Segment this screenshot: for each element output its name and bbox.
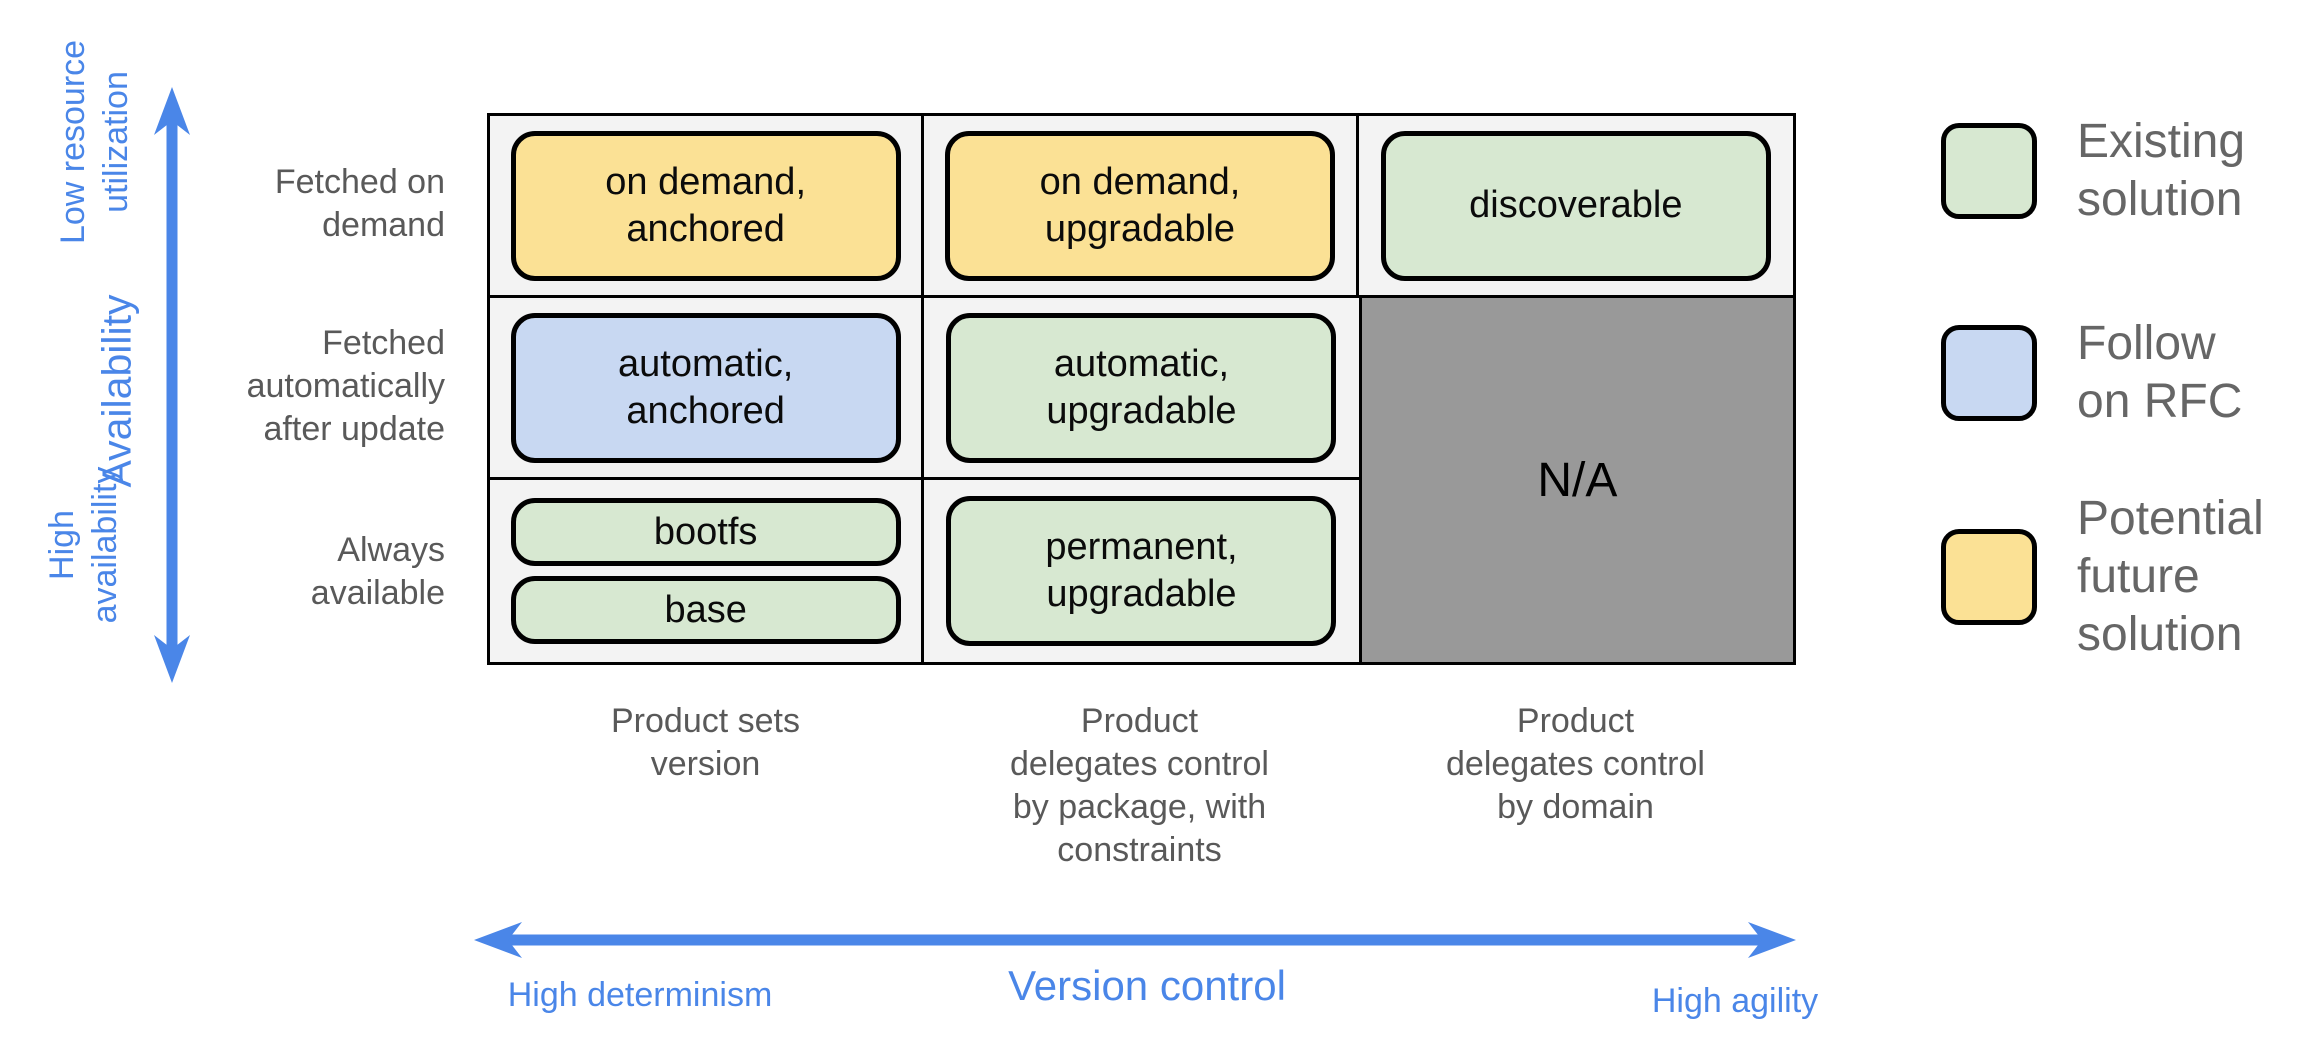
legend-label-existing-solution: Existing solution [2077, 115, 2246, 226]
legend-swatch-follow-on-rfc [1941, 325, 2037, 421]
box-automatic-anchored: automatic, anchored [510, 312, 901, 463]
legend-item-existing-solution: Existing solution [1941, 113, 2245, 229]
box-on-demand-anchored: on demand, anchored [510, 130, 901, 281]
column-label-product-sets-version: Product sets version [611, 702, 800, 783]
axis-label-high-availability: High availability [43, 466, 124, 624]
matrix-cell-r2c1: automatic, anchored [490, 298, 925, 480]
axis-label-high-determinism: High determinism [507, 976, 773, 1014]
box-permanent-upgradable: permanent, upgradable [946, 496, 1337, 646]
axis-label-version-control: Version control [1008, 962, 1286, 1009]
legend-swatch-potential-future-solution [1941, 529, 2037, 625]
axis-label-high-agility: High agility [1651, 982, 1819, 1020]
matrix-cell-r1c1: on demand, anchored [490, 116, 925, 298]
legend-label-potential-future-solution: Potential future solution [2077, 492, 2264, 661]
legend-item-potential-future-solution: Potential future solution [1941, 490, 2264, 664]
box-discoverable: discoverable [1380, 130, 1771, 281]
legend-item-follow-on-rfc: Follow on RFC [1941, 315, 2242, 431]
box-base: base [510, 576, 901, 644]
row-label-always-available: Always available [310, 530, 445, 612]
matrix-cell-r1c3: discoverable [1358, 116, 1793, 298]
na-label: N/A [1537, 453, 1618, 507]
matrix-grid: on demand, anchored on demand, upgradabl… [487, 113, 1796, 665]
legend-swatch-existing-solution [1941, 123, 2037, 219]
matrix-cell-r3c1: bootfs base [490, 480, 925, 662]
box-on-demand-upgradable: on demand, upgradable [944, 130, 1335, 281]
row-label-fetched-automatically: Fetched automatically after update [246, 324, 445, 448]
matrix-cell-r2c2: automatic, upgradable [924, 298, 1359, 480]
box-automatic-upgradable: automatic, upgradable [946, 312, 1337, 463]
matrix-cell-not-applicable: N/A [1358, 298, 1793, 662]
column-label-delegates-by-package: Product delegates control by package, wi… [1010, 702, 1269, 869]
availability-axis-arrow [154, 87, 190, 683]
legend-label-follow-on-rfc: Follow on RFC [2077, 317, 2243, 428]
matrix-cell-r3c2: permanent, upgradable [924, 480, 1358, 662]
box-bootfs: bootfs [510, 498, 901, 566]
row-label-fetched-on-demand: Fetched on demand [274, 163, 445, 244]
version-control-axis-arrow [474, 922, 1796, 958]
axis-label-low-resource-utilization: Low resource utilization [54, 39, 135, 245]
axis-label-availability: Availability [93, 294, 140, 488]
matrix-cell-r1c2: on demand, upgradable [924, 116, 1359, 298]
column-label-delegates-by-domain: Product delegates control by domain [1446, 702, 1705, 826]
